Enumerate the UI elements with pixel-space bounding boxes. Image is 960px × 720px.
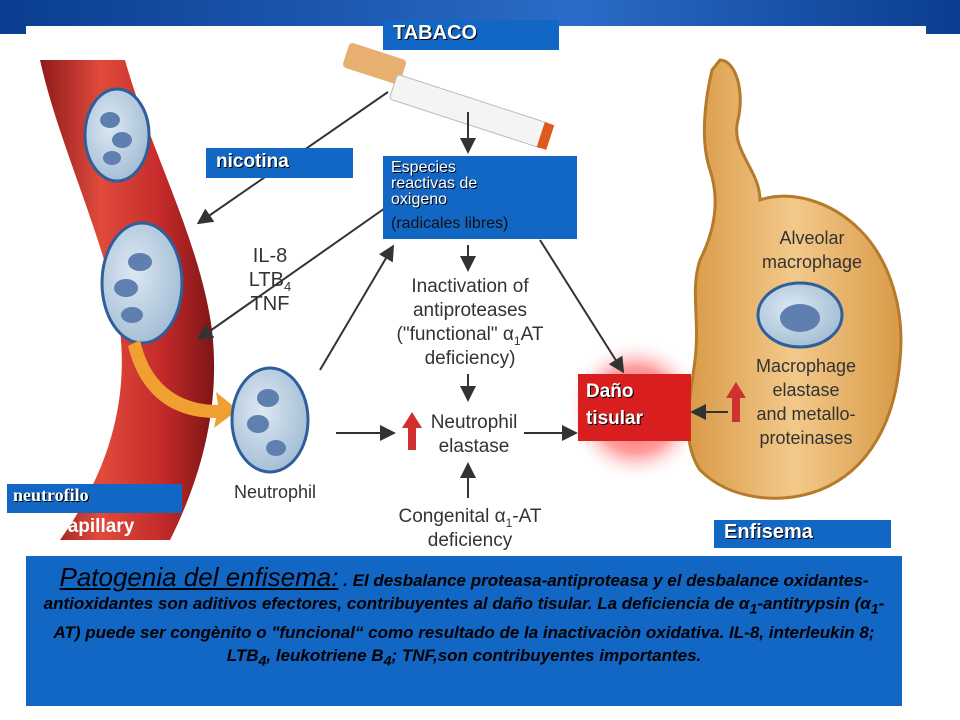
caption-box: Patogenia del enfisema: . El desbalance … bbox=[26, 556, 902, 706]
mediator-tnf: TNF bbox=[251, 293, 290, 315]
congenital-line1-sub: 1 bbox=[506, 516, 513, 530]
caption-part4: , leukotriene B bbox=[266, 646, 384, 666]
dano-line1: Daño bbox=[586, 381, 634, 402]
caption-title: Patogenia del enfisema: bbox=[59, 562, 339, 592]
caption-part3: -AT) puede ser congènito o "funcional“ c… bbox=[53, 594, 885, 666]
inactivation-line3: ("functional" α bbox=[397, 324, 514, 345]
congenital-line1: Congenital α bbox=[399, 506, 506, 527]
elastase-line1: Neutrophil bbox=[431, 412, 518, 433]
increase-arrow-macrophage bbox=[726, 382, 746, 422]
svg-text:IL-8: IL-8 bbox=[253, 245, 287, 267]
caption-part2: -antitrypsin (α bbox=[757, 594, 871, 613]
caption-sub2: 1 bbox=[870, 601, 879, 618]
alveolar-line1: Alveolar bbox=[779, 228, 844, 248]
especies-line2: reactivas de bbox=[391, 175, 478, 192]
inactivation-line1: Inactivation of bbox=[411, 276, 529, 297]
congenital-line1-end: -AT bbox=[512, 506, 542, 527]
macrophage-cell bbox=[756, 281, 844, 349]
enfisema-label: Enfisema bbox=[714, 520, 891, 548]
neutrophil-cell-1 bbox=[83, 87, 151, 183]
caption-part1: El desbalance proteasa-antiproteasa y el… bbox=[43, 571, 869, 613]
alveolar-line2: macrophage bbox=[762, 252, 862, 272]
caption-sub1: 1 bbox=[749, 601, 758, 618]
especies-line1: Especies bbox=[391, 159, 456, 176]
macelast-line3: and metallo- bbox=[756, 404, 855, 424]
caption-sub4: 4 bbox=[383, 653, 392, 670]
svg-text:TNF: TNF bbox=[251, 293, 290, 315]
especies-line4: (radicales libres) bbox=[391, 215, 509, 232]
inactivation-line4: deficiency) bbox=[425, 348, 516, 369]
mediator-il8: IL-8 bbox=[253, 245, 287, 267]
increase-arrow-elastase bbox=[402, 412, 422, 450]
neutrophil-cell-2 bbox=[100, 221, 184, 345]
dano-line2: tisular bbox=[586, 408, 644, 429]
alveolus-shape bbox=[686, 58, 903, 500]
mediator-ltb4: LTB bbox=[249, 269, 284, 291]
svg-text:Congenital α1-AT: Congenital α1-AT bbox=[399, 506, 542, 530]
inactivation-line3-sub: 1 bbox=[514, 334, 521, 348]
macelast-line1: Macrophage bbox=[756, 356, 856, 376]
svg-text:("functional" α1AT: ("functional" α1AT bbox=[397, 324, 544, 348]
migration-arrow bbox=[128, 340, 238, 428]
neutrophil-label: Neutrophil bbox=[234, 482, 316, 502]
svg-text:LTB4: LTB4 bbox=[249, 269, 291, 294]
pathogenesis-diagram: IL-8 LTB4 TNF Inactivation of antiprotea… bbox=[40, 43, 903, 551]
macelast-line4: proteinases bbox=[759, 428, 852, 448]
congenital-line2: deficiency bbox=[428, 530, 513, 551]
elastase-line2: elastase bbox=[439, 436, 510, 457]
dano-tisular-label: Daño tisular bbox=[578, 374, 691, 441]
macelast-line2: elastase bbox=[772, 380, 839, 400]
especies-line3: oxigeno bbox=[391, 191, 448, 208]
neutrofilo-label: neutrofilo bbox=[7, 484, 182, 513]
mediator-ltb4-sub: 4 bbox=[284, 279, 291, 294]
nicotina-label: nicotina bbox=[206, 148, 353, 178]
caption-part5: ; TNF,son contribuyentes importantes. bbox=[391, 646, 702, 666]
caption-sub3: 4 bbox=[258, 653, 267, 670]
neutrophil-tissue-cell bbox=[230, 366, 310, 474]
reactive-oxygen-species-label: Especies reactivas de oxigeno (radicales… bbox=[383, 156, 577, 239]
capillary-label: Capillary bbox=[54, 516, 135, 537]
inactivation-line2: antiproteases bbox=[413, 300, 527, 321]
tabaco-label: TABACO bbox=[383, 20, 559, 50]
inactivation-line3-end: AT bbox=[521, 324, 544, 345]
caption-sep: . bbox=[338, 571, 353, 590]
cigarette-icon bbox=[343, 43, 555, 150]
